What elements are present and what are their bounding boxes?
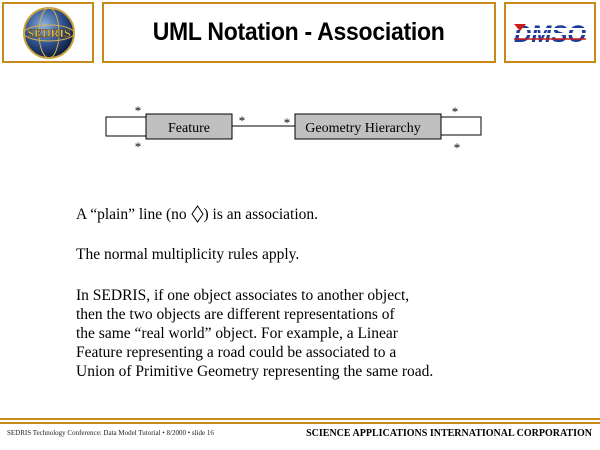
paragraph-line: Feature representing a road could be ass… — [76, 344, 397, 361]
geometry-self-association-line — [441, 116, 482, 136]
feature-class-label: Feature — [168, 121, 210, 136]
feature-self-association-line — [105, 116, 146, 137]
page-title: UML Notation - Association — [153, 18, 445, 46]
footer-company-name: SCIENCE APPLICATIONS INTERNATIONAL CORPO… — [306, 428, 592, 439]
svg-text:SEDRIS: SEDRIS — [27, 26, 71, 40]
footer-conference-info: SEDRIS Technology Conference: Data Model… — [7, 429, 214, 437]
para1-text-end: ) is an association. — [203, 206, 319, 223]
multiplicity-star: * — [452, 104, 459, 119]
footer-divider — [0, 418, 600, 420]
multiplicity-star: * — [239, 113, 246, 128]
paragraph-line: then the two objects are different repre… — [76, 306, 395, 323]
sedris-logo-frame: SEDRIS — [2, 2, 94, 63]
dmso-logo-frame: DMSO — [504, 2, 596, 63]
diamond-icon — [190, 205, 204, 223]
association-paragraph: A “plain” line (no ) is an association. — [76, 205, 318, 224]
feature-class-box — [145, 113, 233, 140]
multiplicity-star: * — [135, 103, 142, 118]
paragraph-line: In SEDRIS, if one object associates to a… — [76, 287, 410, 304]
paragraph-line: Union of Primitive Geometry representing… — [76, 363, 434, 380]
para1-text-start: A “plain” line (no — [76, 206, 191, 223]
dmso-logo: DMSO — [514, 21, 586, 48]
multiplicity-paragraph: The normal multiplicity rules apply. — [76, 246, 300, 263]
multiplicity-star: * — [284, 115, 291, 130]
sedris-logo: SEDRIS — [23, 7, 75, 59]
sedris-example-paragraph: In SEDRIS, if one object associates to a… — [76, 286, 433, 381]
geometry-hierarchy-class-label: Geometry Hierarchy — [305, 121, 420, 136]
footer-divider — [0, 422, 600, 424]
title-bar: UML Notation - Association — [102, 2, 496, 63]
uml-association-diagram: Feature Geometry Hierarchy * * * * * * — [105, 103, 482, 155]
multiplicity-star: * — [135, 139, 142, 154]
geometry-hierarchy-class-box — [294, 113, 442, 140]
multiplicity-star: * — [454, 140, 461, 155]
paragraph-line: the same “real world” object. For exampl… — [76, 325, 398, 342]
